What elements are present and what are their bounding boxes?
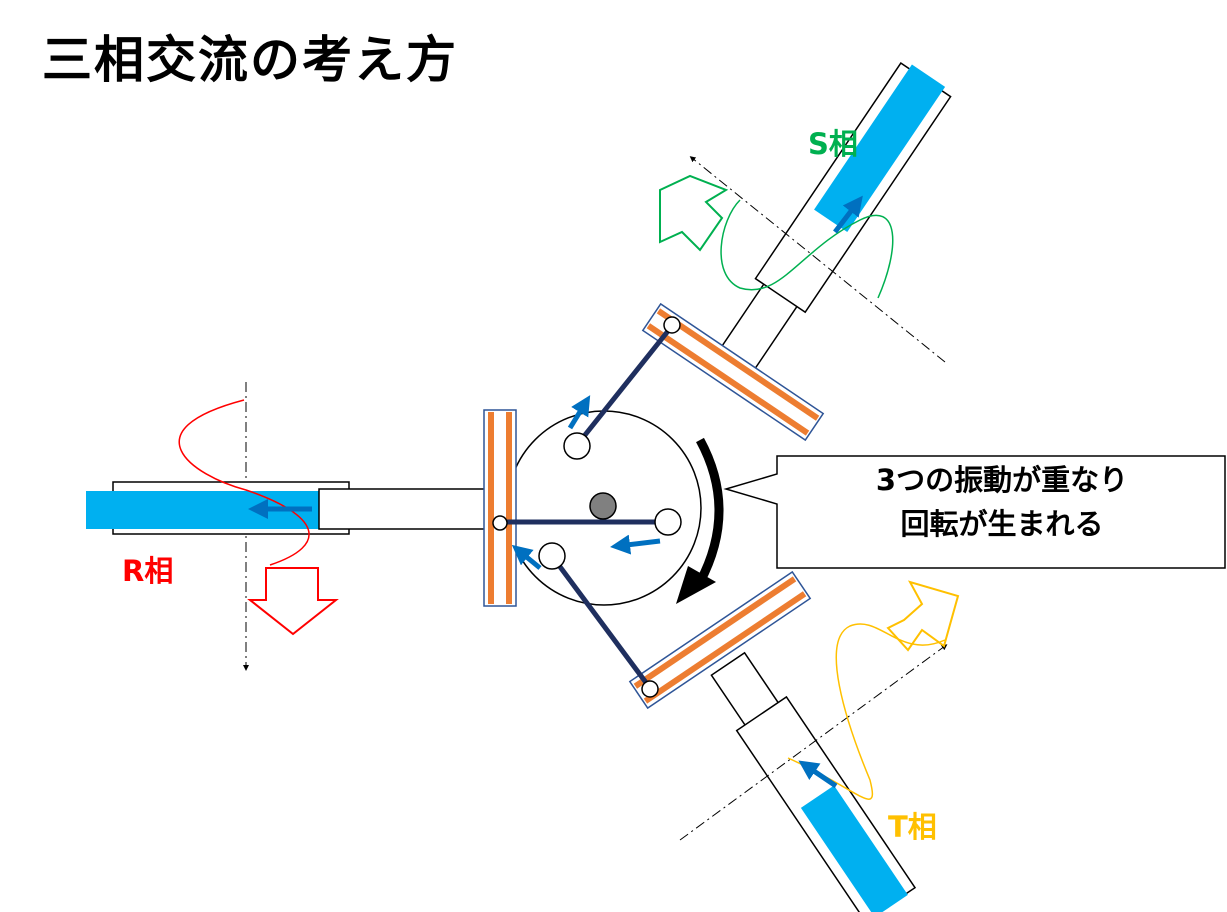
s-rotor-arrow: [567, 395, 591, 430]
page-title: 三相交流の考え方: [42, 31, 458, 89]
t-axis-line: [679, 644, 948, 841]
s-motion-arrow: [659, 174, 729, 252]
t-piston: [800, 785, 908, 912]
s-piston: [814, 64, 946, 232]
r-crank-pin: [654, 508, 682, 536]
s-plate: [641, 302, 825, 442]
callout-text: 3つの振動が重なり 回転が生まれる: [780, 458, 1224, 546]
t-rotor-arrow: [511, 544, 542, 570]
t-plate-stripe-1: [633, 576, 797, 689]
rotation-arrow-head: [676, 566, 716, 604]
s-connecting-rod: [575, 324, 674, 447]
t-motion-arrow: [886, 580, 960, 652]
t-connecting-rod: [549, 554, 653, 690]
r-rotor-arrow: [610, 534, 661, 555]
s-plate-stripe-1: [656, 308, 820, 421]
t-force-arrow: [798, 760, 838, 789]
s-plate-body: [641, 302, 825, 442]
s-plate-stripe-2: [646, 323, 810, 436]
callout-line-2: 回転が生まれる: [900, 507, 1104, 541]
phase-label-r: R相: [122, 554, 174, 588]
callout-line-1: 3つの振動が重なり: [875, 463, 1129, 497]
s-force-arrow: [833, 195, 863, 234]
s-axis-line: [689, 156, 946, 363]
crankshaft-center: [589, 492, 617, 520]
r-motion-arrow: [247, 567, 339, 636]
t-plate-body: [628, 570, 812, 710]
r-piston-rod: [318, 488, 488, 530]
r-wave: [178, 399, 310, 566]
t-plate-stripe-2: [643, 591, 807, 704]
s-wave: [720, 199, 894, 299]
phase-label-s: S相: [808, 127, 858, 161]
t-plate: [628, 570, 812, 710]
s-cylinder-group: [712, 62, 952, 383]
t-cylinder-group: [710, 651, 917, 912]
r-plate-stripe-2: [506, 412, 512, 604]
t-wave: [787, 623, 946, 800]
t-crank-pin: [538, 542, 566, 570]
rotation-arrow: [696, 437, 724, 585]
s-crank-pin: [563, 432, 591, 460]
phase-label-t: T相: [888, 810, 937, 844]
callout-box: [723, 455, 1226, 569]
r-plate-joint: [492, 515, 508, 531]
t-plate-joint: [641, 680, 659, 698]
r-plate-stripe-1: [488, 412, 494, 604]
s-plate-joint: [663, 316, 681, 334]
